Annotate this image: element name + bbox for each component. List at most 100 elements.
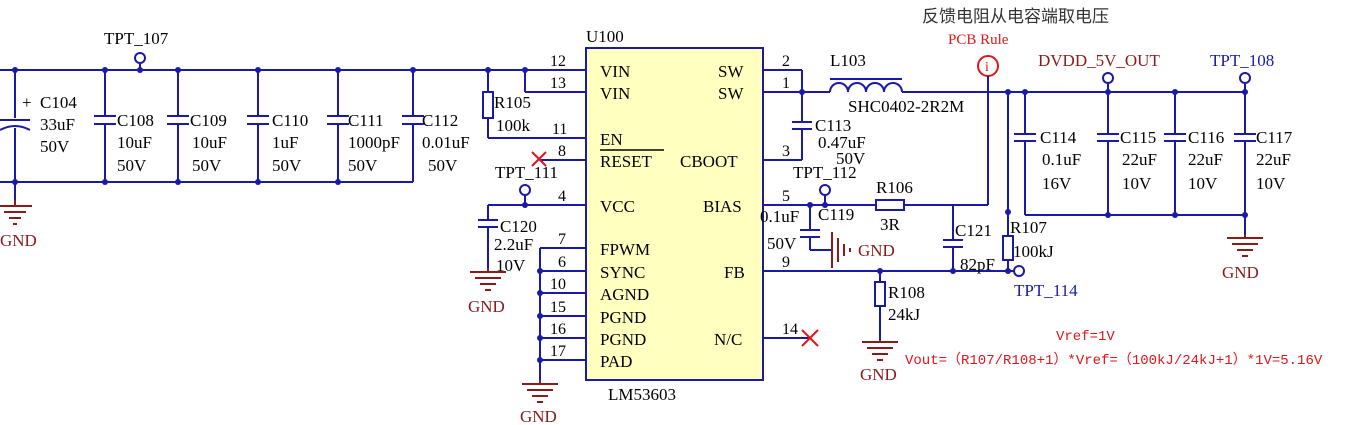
capacitor-c110: C110 1uF 50V [247, 70, 308, 182]
gnd-label-ic: GND [520, 407, 557, 425]
c108-ref: C108 [117, 111, 154, 130]
c113-ref: C113 [815, 116, 851, 135]
pin-num-8: 8 [558, 143, 566, 160]
resistor-r108 [874, 281, 886, 307]
reset-no-connect [531, 151, 548, 167]
ground-symbol-r108: GND [860, 340, 898, 384]
tp114-label: TPT_114 [1014, 281, 1078, 300]
c121-ref: C121 [955, 221, 992, 240]
resistor-r105: R105 100k [482, 91, 531, 135]
c111-voltage: 50V [348, 156, 378, 175]
pin-num-5: 5 [782, 188, 790, 205]
c115-value: 22uF [1122, 150, 1157, 169]
tp112-label: TPT_112 [793, 163, 857, 182]
pin-num-16: 16 [550, 321, 566, 338]
pin-name-vcc: VCC [600, 197, 635, 216]
c117-voltage: 10V [1256, 174, 1286, 193]
pin-name-agnd: AGND [600, 285, 649, 304]
c108-voltage: 50V [117, 156, 147, 175]
c116-ref: C116 [1188, 128, 1224, 147]
tp108-label: TPT_108 [1210, 51, 1274, 70]
c110-ref: C110 [272, 111, 308, 130]
pin-name-nc: N/C [714, 330, 742, 349]
sw-network: C113 0.47uF 50V [763, 70, 866, 168]
l103-part: SHC0402-2R2M [848, 97, 964, 116]
r107-value: 100kJ [1013, 242, 1054, 261]
vout-formula: Vout=（R107/R108+1）*Vref=（100kJ/24kJ+1）*1… [905, 352, 1323, 369]
pin-name-vin-1: VIN [600, 62, 630, 81]
pin-name-vin-2: VIN [600, 84, 630, 103]
c111-ref: C111 [348, 111, 384, 130]
output-rails: DVDD_5V_OUT TPT_108 [1005, 51, 1274, 218]
nc-no-connect [801, 329, 819, 347]
c120-voltage: 10V [496, 256, 526, 275]
pin-name-pgnd-1: PGND [600, 308, 646, 327]
c120-ref: C120 [500, 217, 537, 236]
resistor-r106 [875, 199, 905, 211]
c115-ref: C115 [1120, 128, 1156, 147]
pin-name-en: EN [600, 130, 623, 149]
capacitor-c116: C116 22uF 10V [1164, 92, 1224, 215]
r108-value: 24kJ [888, 305, 921, 324]
pin-name-fpwm: FPWM [600, 240, 650, 259]
testpoint-112 [819, 184, 831, 196]
pin-name-sw-2: SW [718, 84, 744, 103]
c104-ref: C104 [40, 93, 77, 112]
c119-value: 0.1uF [760, 207, 799, 226]
testpoint-107 [134, 52, 146, 64]
vref-note: Vref=1V [1056, 329, 1115, 345]
r106-ref: R106 [876, 178, 913, 197]
pin-name-fb: FB [724, 263, 745, 282]
capacitor-c109: C109 10uF 50V [167, 70, 227, 182]
testpoint-111 [519, 184, 531, 196]
capacitor-c117: C117 22uF 10V [1234, 92, 1293, 235]
c113-value: 0.47uF [818, 133, 866, 152]
capacitor-c115: C115 22uF 10V [1097, 92, 1157, 215]
capacitor-c111: C111 1000pF 50V [327, 70, 400, 182]
ic-body [585, 47, 764, 381]
c119-ref: C119 [818, 205, 854, 224]
resistor-r107 [1002, 235, 1014, 261]
bias-network: TPT_112 R106 3R C119 0.1uF 50V GND [760, 163, 953, 268]
pcb-rule-marker: i [953, 55, 999, 206]
testpoint-114 [1013, 265, 1025, 277]
svg-text:+: + [22, 93, 32, 112]
c119-voltage: 50V [767, 234, 797, 253]
pin-num-4: 4 [558, 188, 566, 205]
pin-name-cboot: CBOOT [680, 152, 738, 171]
title-note: 反馈电阻从电容端取电压 [922, 7, 1109, 27]
pin-num-3: 3 [782, 143, 790, 160]
pin-name-pgnd-2: PGND [600, 330, 646, 349]
ground-symbol-output: GND [1222, 235, 1263, 282]
c110-voltage: 50V [272, 156, 302, 175]
pin-num-11: 11 [552, 121, 567, 138]
ic-ref: U100 [586, 27, 624, 46]
c109-value: 10uF [192, 133, 227, 152]
input-rails [0, 64, 548, 185]
pin-name-reset: RESET [600, 152, 653, 171]
pin-num-9: 9 [782, 254, 790, 271]
c116-voltage: 10V [1188, 174, 1218, 193]
ic-part: LM53603 [608, 385, 676, 404]
c115-voltage: 10V [1122, 174, 1152, 193]
c109-ref: C109 [190, 111, 227, 130]
c112-ref: C112 [422, 111, 458, 130]
testpoint-108 [1239, 72, 1251, 84]
capacitor-c114: C114 0.1uF 16V [1014, 92, 1081, 215]
gnd-label-c119: GND [858, 241, 895, 260]
net-label-dvdd: DVDD_5V_OUT [1038, 51, 1160, 70]
c104-voltage: 50V [40, 137, 70, 156]
gnd-label-r108: GND [860, 365, 897, 384]
r105-value: 100k [496, 116, 531, 135]
pin-name-sw-1: SW [718, 62, 744, 81]
c109-voltage: 50V [192, 156, 222, 175]
gnd-label-c120: GND [468, 297, 505, 316]
pin-num-15: 15 [550, 299, 566, 316]
r108-ref: R108 [888, 283, 925, 302]
pin-num-2: 2 [782, 53, 790, 70]
vcc-network: TPT_111 C120 2.2uF 10V [478, 163, 558, 275]
c114-ref: C114 [1040, 128, 1077, 147]
c114-voltage: 16V [1042, 174, 1072, 193]
capacitor-c104: + C104 33uF 50V [0, 70, 77, 200]
